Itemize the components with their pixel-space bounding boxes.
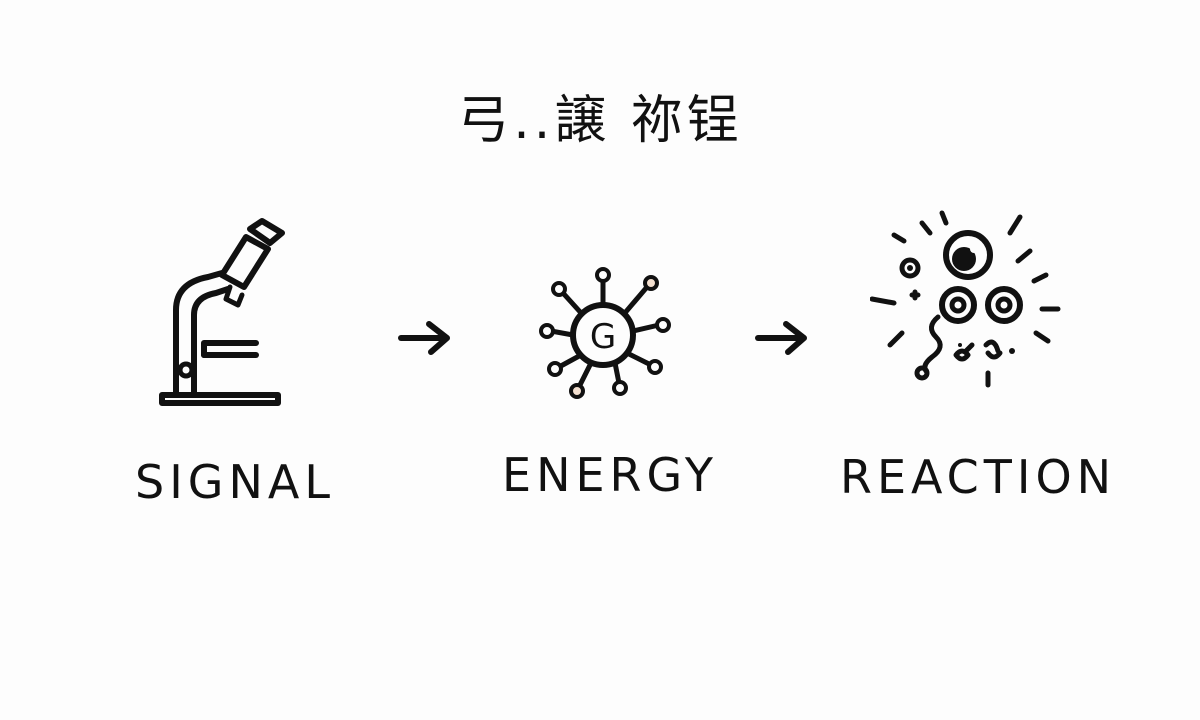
step-label-reaction: REACTION bbox=[840, 450, 1117, 504]
particle-burst-icon bbox=[870, 205, 1070, 395]
microscope-icon bbox=[150, 215, 290, 415]
step-label-signal: SIGNAL bbox=[135, 455, 335, 509]
g-molecule-icon: G bbox=[535, 265, 675, 405]
step-label-energy: ENERGY bbox=[502, 448, 718, 502]
svg-text:G: G bbox=[590, 317, 616, 357]
diagram-title: 弓..譲 祢锃 bbox=[457, 91, 743, 151]
arrow-right-icon bbox=[395, 318, 455, 362]
arrow-right-icon bbox=[752, 318, 812, 362]
